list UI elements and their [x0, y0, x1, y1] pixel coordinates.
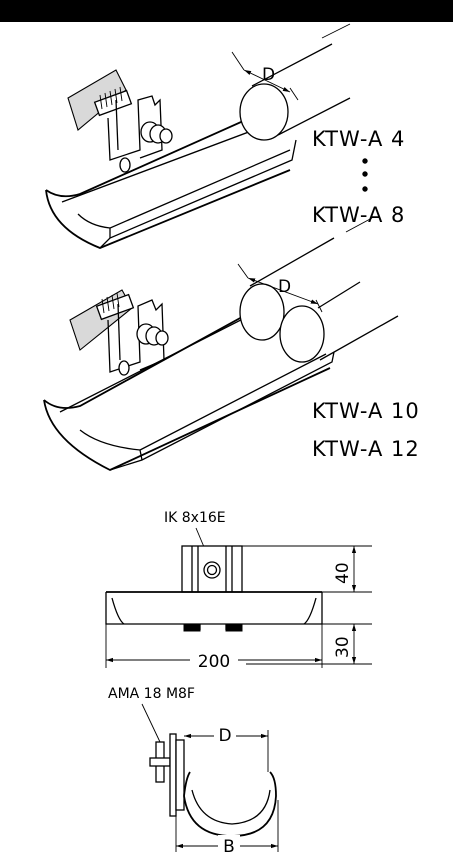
header-bar — [0, 0, 453, 22]
cable-right — [279, 305, 325, 363]
end-view-figure: AMA 18 M8F D B — [108, 686, 279, 857]
dimension-height-40: 40 — [333, 562, 353, 584]
model-label-ktw-a-4: KTW-A 4 — [312, 127, 405, 151]
threaded-stud — [93, 86, 133, 117]
dimension-width-200: 200 — [198, 652, 230, 672]
screw-label: IK 8x16E — [164, 510, 226, 526]
trough-single-figure: D KTW-A 4 KTW-A 8 — [45, 23, 405, 249]
threaded-stud — [95, 292, 135, 321]
dimension-d-double: D — [278, 277, 291, 297]
cable-single — [239, 83, 289, 141]
end-view-dimension-b: B — [223, 837, 235, 857]
side-view-figure: IK 8x16E 40 30 200 — [105, 510, 372, 672]
model-label-ktw-a-12: KTW-A 12 — [312, 437, 420, 461]
end-view-dimension-d: D — [218, 726, 231, 746]
mount-label: AMA 18 M8F — [108, 686, 195, 702]
trough-double-figure: D KTW-A 10 KTW-A 12 — [43, 217, 420, 471]
dimension-height-30: 30 — [333, 636, 353, 658]
dimension-d-single: D — [262, 65, 275, 85]
model-label-ktw-a-10: KTW-A 10 — [312, 399, 420, 423]
model-label-ktw-a-8: KTW-A 8 — [312, 203, 405, 227]
